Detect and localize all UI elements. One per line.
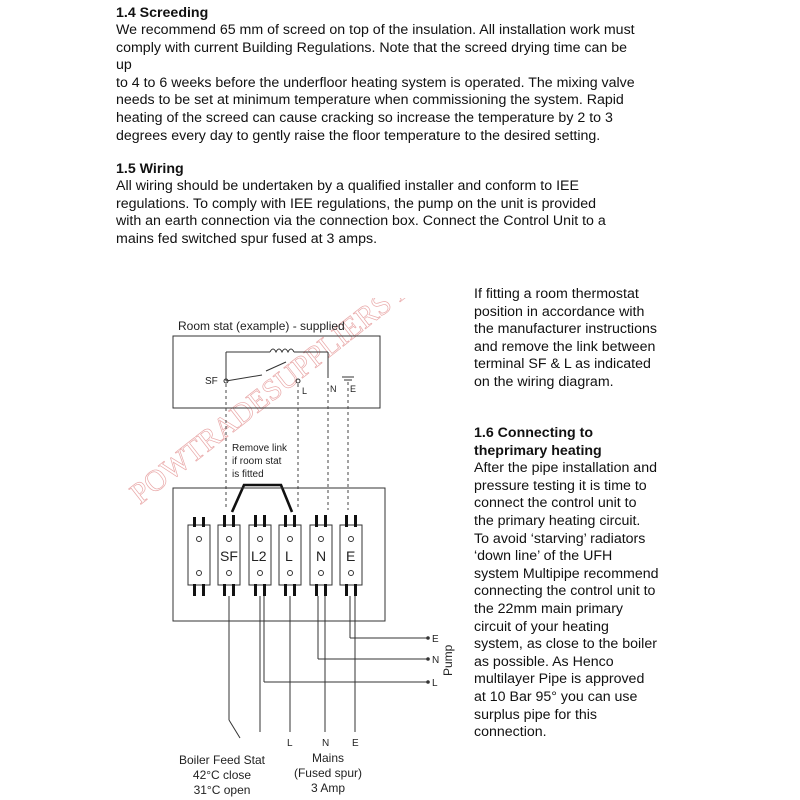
note-line: position in accordance with xyxy=(474,303,645,320)
stat-switch-arm xyxy=(265,361,287,372)
wiring-line: All wiring should be undertaken by a qua… xyxy=(116,178,579,194)
connecting-line: as possible. As Henco xyxy=(474,653,614,670)
stat-heater-coil xyxy=(269,348,295,354)
connecting-line: connecting the control unit to xyxy=(474,583,656,600)
control-unit-box xyxy=(172,487,386,622)
mains-n-label: N xyxy=(322,738,329,749)
wiring-diagram: POWTRADESUPPLIERS LTD Room stat (example… xyxy=(124,298,455,797)
terminal-e xyxy=(339,515,363,596)
wiring-heading: 1.5 Wiring xyxy=(116,161,184,177)
pump-e-label: E xyxy=(432,634,439,645)
pump-e-terminal xyxy=(426,636,430,640)
connecting-line: system Multipipe recommend xyxy=(474,565,659,582)
note-line: If fitting a room thermostat xyxy=(474,286,639,302)
terminal-sf xyxy=(217,515,241,596)
terminal-label-l: L xyxy=(285,548,293,564)
stat-e-label: E xyxy=(350,384,356,394)
pump-n-label: N xyxy=(432,655,439,666)
boiler-feed-stat-label: Boiler Feed Stat xyxy=(179,753,266,767)
connecting-line: system, as close to the boiler xyxy=(474,636,657,653)
screeding-line: to 4 to 6 weeks before the underfloor he… xyxy=(116,74,635,91)
connecting-line: pressure testing it is time to xyxy=(474,477,647,494)
pump-label: Pump xyxy=(441,644,455,676)
terminal-block xyxy=(187,517,211,596)
connecting-line: surplus pipe for this xyxy=(474,706,598,723)
connecting-line: circuit of your heating xyxy=(474,618,609,635)
connecting-heading: 1.6 Connecting to xyxy=(474,425,594,441)
screeding-line: comply with current Building Regulations… xyxy=(116,39,628,74)
stat-l-label: L xyxy=(302,386,307,396)
note-line: the manufacturer instructions xyxy=(474,321,657,338)
terminal-label-l2: L2 xyxy=(251,548,267,564)
boiler-feed-stat-label: 31°C open xyxy=(194,783,251,797)
connecting-line: After the pipe installation and xyxy=(474,460,657,477)
note-line: terminal SF & L as indicated xyxy=(474,356,651,373)
connecting-heading: theprimary heating xyxy=(474,442,602,459)
sf-l-link xyxy=(230,483,294,513)
stat-l-terminal xyxy=(295,378,301,384)
pump-l-terminal xyxy=(426,680,430,684)
terminal-n xyxy=(309,515,333,596)
terminal-label-n: N xyxy=(316,548,326,564)
room-stat-box xyxy=(172,335,381,409)
connecting-line: connect the control unit to xyxy=(474,495,637,512)
mains-l-label: L xyxy=(287,738,293,749)
screeding-section: 1.4 Screeding We recommend 65 mm of scre… xyxy=(116,5,636,145)
thermostat-note: If fitting a room thermostat position in… xyxy=(474,286,679,392)
stat-switch-arm xyxy=(225,374,263,382)
pump-n-terminal xyxy=(426,657,430,661)
screeding-heading: 1.4 Screeding xyxy=(116,5,209,21)
screeding-line: needs to be set at minimum temperature w… xyxy=(116,92,624,109)
connecting-line: multilayer Pipe is approved xyxy=(474,671,645,688)
boiler-feed-stat-label: 42°C close xyxy=(193,768,251,782)
mains-label: Mains xyxy=(312,751,344,765)
connecting-line: at 10 Bar 95° you can use xyxy=(474,688,638,705)
room-stat-title: Room stat (example) - supplied xyxy=(178,319,345,333)
terminal-l2 xyxy=(248,515,272,596)
note-line: on the wiring diagram. xyxy=(474,373,614,390)
screeding-line: We recommend 65 mm of screed on top of t… xyxy=(116,22,635,38)
connecting-line: connection. xyxy=(474,724,547,741)
mains-label: 3 Amp xyxy=(311,781,345,795)
connecting-line: ‘down line’ of the UFH xyxy=(474,548,613,565)
terminal-label-e: E xyxy=(346,548,355,564)
wiring-line: mains fed switched spur fused at 3 amps. xyxy=(116,230,378,247)
mains-e-label: E xyxy=(352,738,359,749)
remove-link-note: is fitted xyxy=(232,469,264,480)
stat-n-label: N xyxy=(330,384,337,394)
pump-l-label: L xyxy=(432,678,438,689)
connecting-line: the 22mm main primary xyxy=(474,600,624,617)
screeding-line: degrees every day to gently raise the fl… xyxy=(116,127,601,144)
terminal-label-sf: SF xyxy=(220,548,238,564)
wiring-line: regulations. To comply with IEE regulati… xyxy=(116,195,597,212)
mains-label: (Fused spur) xyxy=(294,766,362,780)
wiring-section: 1.5 Wiring All wiring should be undertak… xyxy=(116,161,636,248)
wiring-line: with an earth connection via the connect… xyxy=(116,213,606,230)
terminal-l xyxy=(278,515,302,596)
connecting-line: the primary heating circuit. xyxy=(474,512,641,529)
remove-link-note: Remove link xyxy=(232,443,288,454)
stat-sf-label: SF xyxy=(205,376,218,387)
connecting-line: To avoid ‘starving’ radiators xyxy=(474,530,646,547)
screeding-line: heating of the screed can cause cracking… xyxy=(116,109,613,126)
note-line: and remove the link between xyxy=(474,338,656,355)
remove-link-note: if room stat xyxy=(232,456,282,467)
connecting-section: 1.6 Connecting to theprimary heating Aft… xyxy=(474,425,679,742)
boiler-wire xyxy=(228,719,241,739)
